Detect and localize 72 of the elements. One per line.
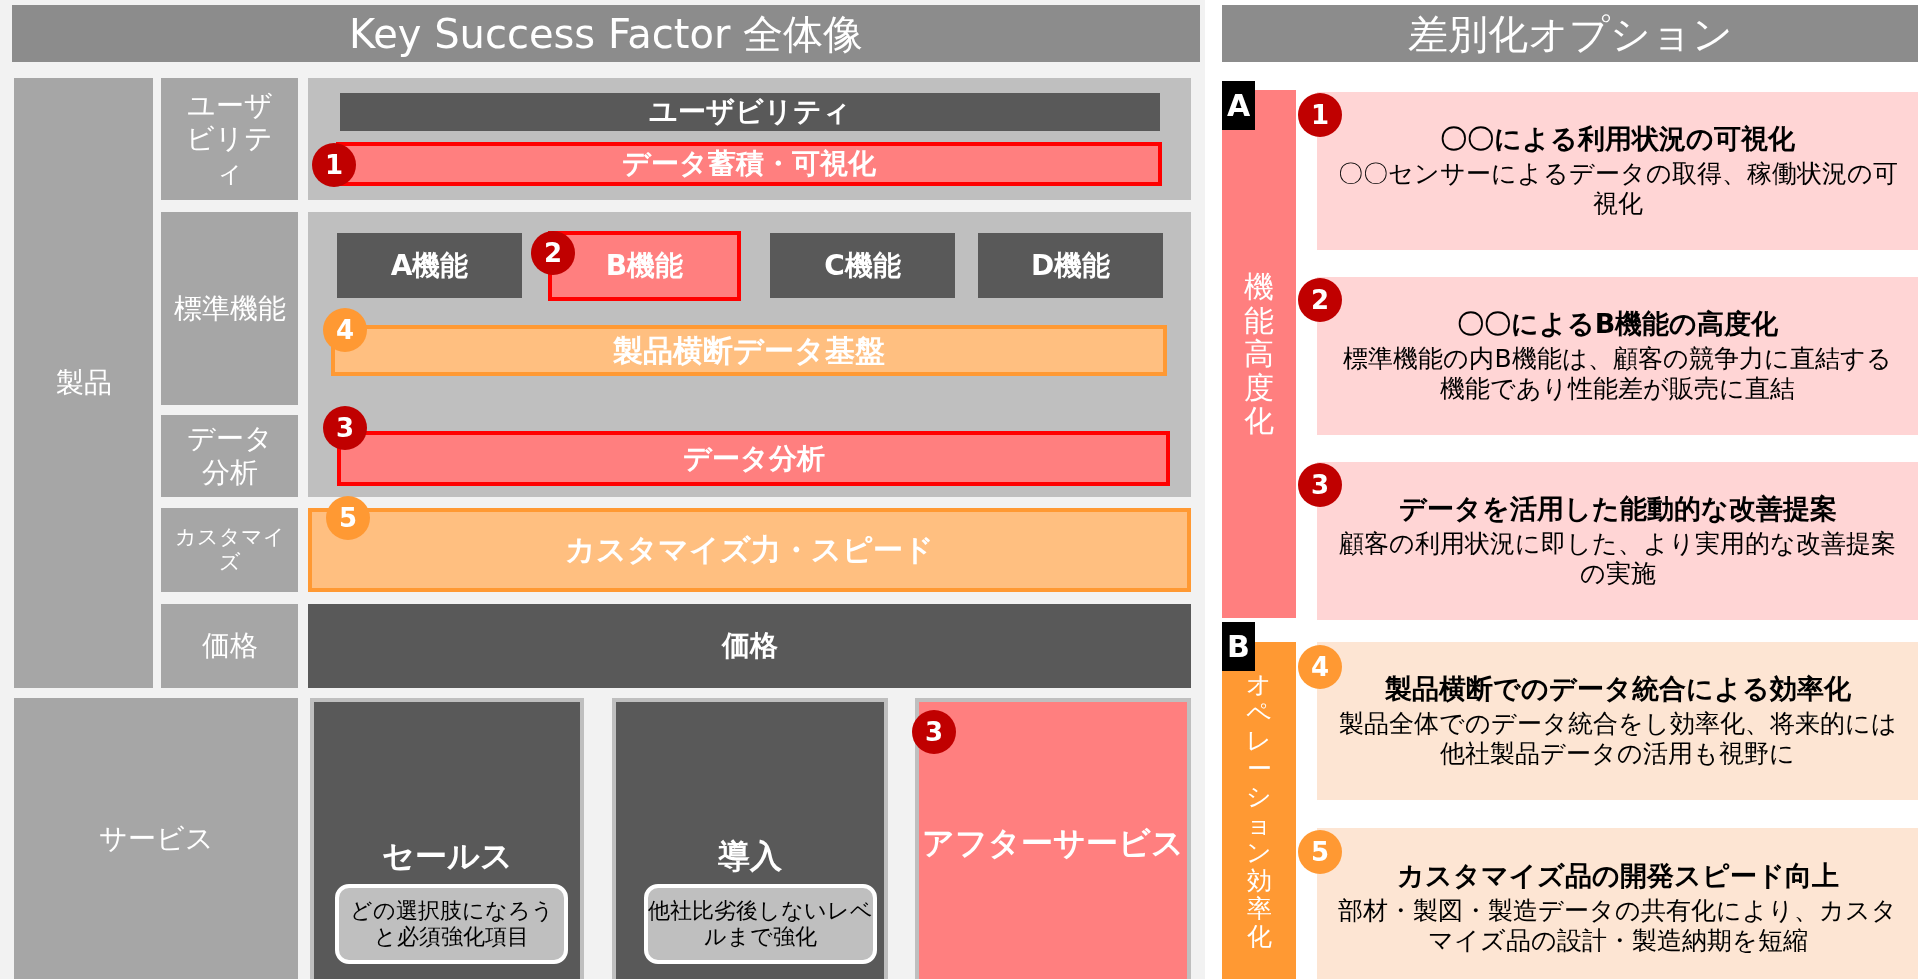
number-badge: 4 [1298,645,1342,689]
label-text: D機能 [1030,248,1111,283]
number-badge: 2 [531,231,575,275]
card-description: 標準機能の内B機能は、顧客の競争力に直結する機能であり性能差が販売に直結 [1342,344,1893,405]
header-banner [1222,5,1918,62]
category-cell [161,508,298,592]
label-text: 価格 [721,629,778,663]
number-badge: 5 [1298,830,1342,874]
card-description: 〇〇センサーによるデータの取得、稼働状況の可視化 [1337,159,1898,220]
feature-bar [308,604,1191,688]
card-description: 部材・製図・製造データの共有化により、カスタマイズ品の設計・製造納期を短縮 [1337,896,1898,957]
label-text: 製品横断データ基盤 [613,332,885,369]
label-text: 価格 [201,629,258,663]
header-title: Key Success Factor 全体像 [348,9,864,58]
label-text: セールス [381,837,513,876]
number-badge: 1 [312,143,356,187]
label-text: どの選択肢になろうと必須強化項目 [348,897,555,951]
section-letter: B [1222,622,1255,671]
label-text: 導入 [718,837,782,876]
note-box [644,884,877,964]
panel-background [308,212,1191,497]
card-heading: 製品横断でのデータ統合による効率化 [1384,672,1851,706]
service-box [310,698,584,979]
label-text: B機能 [605,249,684,283]
panel-background [308,78,1191,200]
label-text: オペレーション効率化 [1245,670,1273,951]
label-text: データ分析 [185,422,274,490]
feature-bar [978,233,1163,298]
number-badge: 4 [323,308,367,352]
label-text: ユーザビリティ [185,88,274,190]
label-text: カスタマイズ力・スピード [565,532,934,568]
label-text: ユーザビリティ [649,95,851,129]
service-box [915,698,1191,979]
label-text: 機能高度化 [1243,270,1275,438]
category-cell [161,415,298,497]
header-title: 差別化オプション [1407,9,1733,58]
card-heading: カスタマイズ品の開発スピード向上 [1396,859,1839,893]
highlight-bar [548,231,741,301]
label-text: 標準機能 [173,291,286,326]
category-cell [14,78,153,688]
label-text: アフターサービス [922,823,1184,863]
number-badge: 2 [1298,278,1342,322]
feature-bar [340,93,1160,131]
card-heading: データを活用した能動的な改善提案 [1398,492,1837,526]
number-badge: 1 [1298,93,1342,137]
label-text: データ分析 [682,441,825,476]
feature-bar [337,233,522,298]
card-heading: 〇〇による利用状況の可視化 [1440,122,1795,156]
category-cell [14,698,298,979]
label-text: カスタマイズ [173,524,286,576]
service-box [612,698,888,979]
section-letter: A [1222,81,1255,130]
label-text: A機能 [390,248,469,283]
label-text: データ蓄積・可視化 [622,147,876,181]
category-cell [161,212,298,405]
label-text: 製品 [55,366,112,400]
section-band [1222,90,1296,618]
highlight-bar [308,508,1191,592]
number-badge: 3 [1298,463,1342,507]
number-badge: 3 [323,406,367,450]
feature-bar [770,233,955,298]
label-text: サービス [98,821,214,856]
category-cell [161,78,298,200]
card-heading: 〇〇によるB機能の高度化 [1456,307,1779,341]
card-description: 顧客の利用状況に即した、より実用的な改善提案の実施 [1338,529,1897,590]
label-text: 他社比劣後しないレベルまで強化 [648,897,873,951]
note-box [335,884,568,964]
number-badge: 3 [912,710,956,754]
header-banner [12,5,1200,62]
card-description: 製品全体でのデータ統合をし効率化、将来的には他社製品データの活用も視野に [1337,709,1898,770]
category-cell [161,604,298,688]
label-text: C機能 [824,248,901,283]
